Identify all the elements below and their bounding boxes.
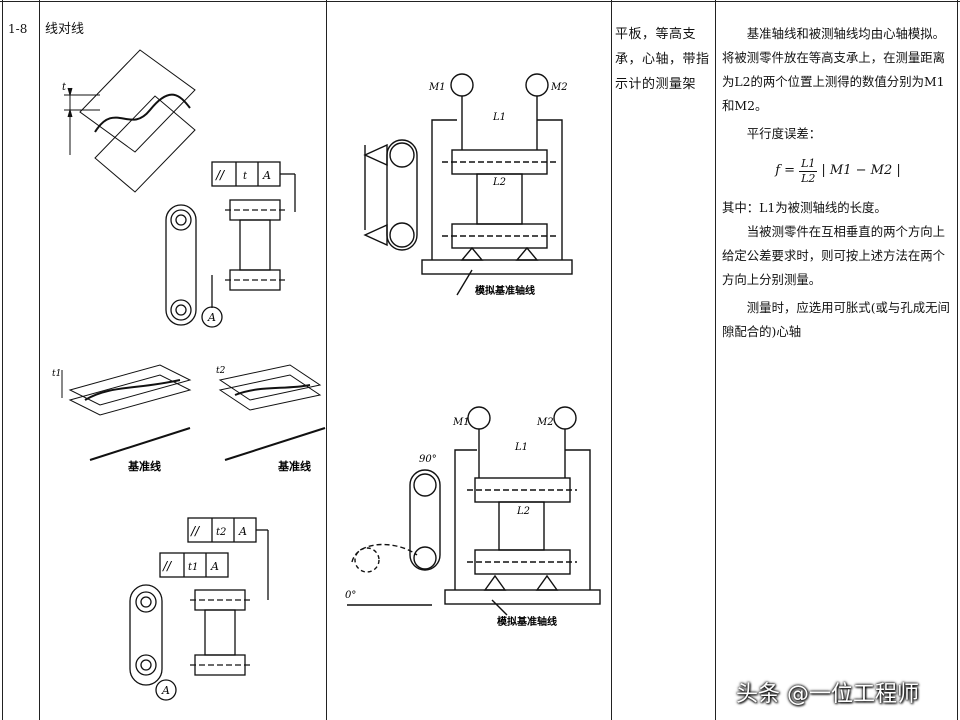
tolerance-planes-middle [61,364,326,461]
formula-lhs: f = [775,163,796,178]
table-border-left [2,0,3,720]
m2-label-top: M2 [550,82,568,93]
l1-label-top: L1 [492,112,506,123]
formula-denominator: L2 [801,171,816,185]
parallel-symbol-2: // [190,524,201,538]
l1-label-bottom: L1 [514,442,528,453]
formula-numerator: L1 [799,156,818,172]
feature-control-frame-2 [187,517,269,600]
datum-a-circle-2: A [161,684,170,697]
tolerance-zone-diagrams: t // t A A [52,49,326,701]
row-number: 1-8 [8,22,28,36]
fcf-datum-3: A [210,560,219,573]
datum-line-label-1: 基准线 [127,459,161,473]
feature-control-frame-1 [211,161,296,212]
desc-paragraph-2: 平行度误差： [746,126,822,141]
sim-axis-label-bottom: 模拟基准轴线 [497,615,557,628]
t1-label: t1 [52,369,61,379]
parallelism-formula: f = L1 L2 | M1 − M2 | [722,146,954,196]
setup-bottom [347,406,601,616]
part-front-view-2 [190,589,250,676]
l2-label-top: L2 [492,177,506,188]
m1-label-top: M1 [428,82,446,93]
desc-paragraph-4: 当被测零件在互相垂直的两个方向上给定公差要求时，则可按上述方法在两个方向上分别测… [722,224,946,287]
t-label: t [62,82,67,93]
sim-axis-label-top: 模拟基准轴线 [475,284,535,297]
parallel-symbol-1: // [215,168,226,182]
desc-paragraph-5: 测量时，应选用可胀式(或与孔成无间隙配合的)心轴 [722,300,950,339]
column-divider-4 [715,0,716,720]
formula-rhs: | M1 − M2 | [821,163,901,178]
angle-90-label: 90° [419,454,437,465]
desc-paragraph-1: 基准轴线和被测轴线均由心轴模拟。将被测零件放在等高支承上，在测量距离为L2的两个… [722,26,946,113]
fcf-datum-2: A [238,525,247,538]
l2-label-bottom: L2 [516,506,530,517]
measurement-description: 基准轴线和被测轴线均由心轴模拟。将被测零件放在等高支承上，在测量距离为L2的两个… [722,22,954,344]
part-front-view-1 [201,199,285,328]
fcf-t1: t1 [188,562,198,573]
part-side-view-2 [129,584,177,701]
m1-label-bottom: M1 [452,417,470,428]
setup-top [363,73,573,296]
feature-control-frame-3 [159,552,229,578]
fcf-t: t [243,171,248,182]
parallel-symbol-3: // [162,559,173,573]
column-divider-2 [326,0,327,720]
item-name: 线对线 [45,22,85,37]
measurement-setup-diagrams: M1 M2 L1 L2 模拟基准轴线 [345,73,601,628]
t2-label: t2 [216,366,226,376]
table-border-right [957,0,958,720]
desc-paragraph-3: 其中：L1为被测轴线的长度。 [722,200,887,215]
table-border-top [0,1,960,2]
measured-line-curve [94,93,191,133]
part-side-view-1 [165,204,197,326]
angle-0-label: 0° [345,590,356,601]
datum-a-circle-1: A [207,311,216,324]
formula-fraction: L1 L2 [799,156,818,186]
column-divider-3 [611,0,612,720]
watermark: 头条 @一位工程师 [736,682,919,707]
m2-label-bottom: M2 [536,417,554,428]
measurement-equipment-text: 平板，等高支承，心轴，带指示计的测量架 [615,27,710,92]
fcf-t2: t2 [216,527,226,538]
tolerance-plane-upper [79,49,196,153]
datum-line-label-2: 基准线 [277,459,311,473]
column-divider-1 [39,0,40,720]
fcf-datum-1: A [262,169,271,182]
tolerance-plane-lower [94,95,196,193]
